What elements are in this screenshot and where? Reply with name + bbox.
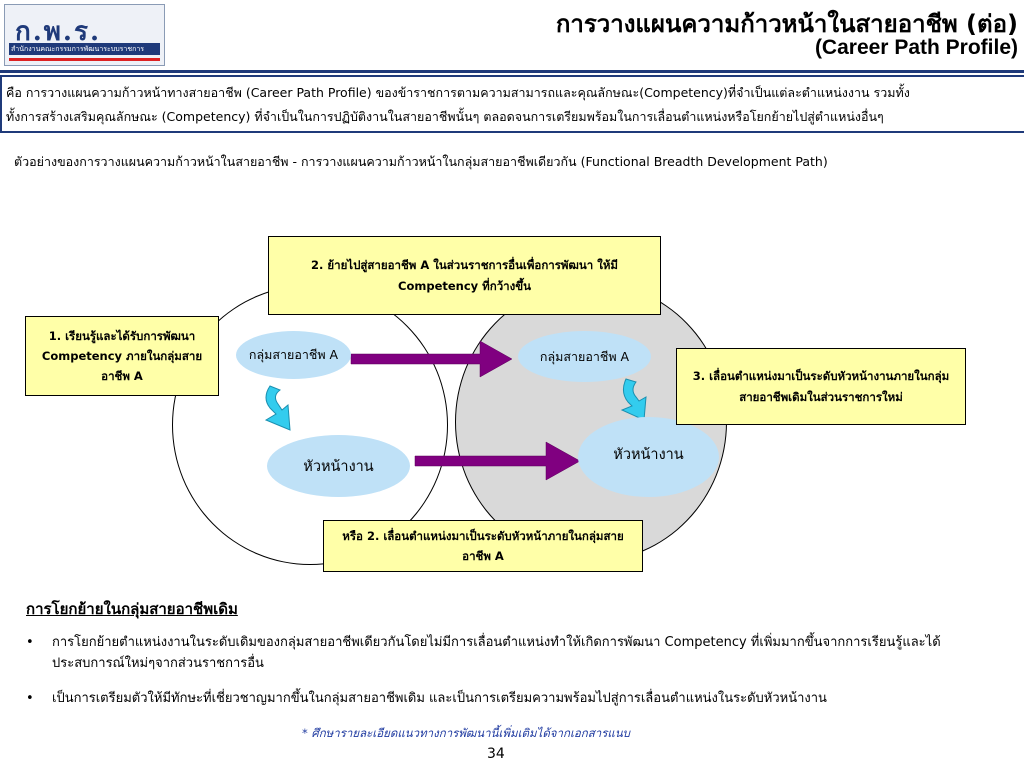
logo-text: ก.พ.ร.: [15, 17, 102, 47]
header-divider: [0, 70, 1024, 73]
oval-right-supervisor: หัวหน้างาน: [578, 417, 719, 497]
cyan-arrow-right: [620, 378, 647, 421]
definition-line-2: ทั้งการสร้างเสริมคุณลักษณะ (Competency) …: [6, 109, 884, 124]
section-title: การโยกย้ายในกลุ่มสายอาชีพเดิม: [26, 600, 238, 618]
bullet-text: เป็นการเตรียมตัวให้มีทักษะที่เชี่ยวชาญมา…: [52, 691, 827, 706]
logo-bar: [9, 43, 160, 55]
oval-left-supervisor: หัวหน้างาน: [267, 435, 410, 497]
slide-title: การวางแผนความก้าวหน้าในสายอาชีพ (ต่อ): [555, 10, 1018, 38]
logo-subtext: สำนักงานคณะกรรมการพัฒนาระบบราชการ: [11, 45, 145, 53]
example-caption: ตัวอย่างของการวางแผนความก้าวหน้าในสายอาช…: [14, 154, 828, 169]
step-box-right: 3. เลื่อนตำแหน่งมาเป็นระดับหัวหน้างานภาย…: [676, 348, 966, 425]
page-number: 34: [487, 746, 505, 762]
definition-box: คือ การวางแผนความก้าวหน้าทางสายอาชีพ (Ca…: [0, 75, 1024, 133]
step-box-bottom-text: หรือ 2. เลื่อนตำแหน่งมาเป็นระดับหัวหน้าภ…: [342, 528, 624, 563]
logo: ก.พ.ร. สำนักงานคณะกรรมการพัฒนาระบบราชการ: [4, 4, 165, 66]
step-box-left-text: 1. เรียนรู้และได้รับการพัฒนา Competency …: [41, 328, 203, 384]
purple-arrow-bottom: [414, 441, 581, 481]
bullet-dot: •: [26, 635, 34, 650]
oval-left-career-group-label: กลุ่มสายอาชีพ A: [248, 347, 339, 362]
bullet-dot: •: [26, 691, 34, 706]
step-box-top: 2. ย้ายไปสู่สายอาชีพ A ในส่วนราชการอื่นเ…: [268, 236, 661, 315]
logo-stripe: [9, 58, 160, 61]
step-box-top-text: 2. ย้ายไปสู่สายอาชีพ A ในส่วนราชการอื่นเ…: [311, 258, 618, 293]
oval-right-career-group: กลุ่มสายอาชีพ A: [518, 331, 651, 382]
step-box-left: 1. เรียนรู้และได้รับการพัฒนา Competency …: [25, 316, 219, 396]
step-box-right-text: 3. เลื่อนตำแหน่งมาเป็นระดับหัวหน้างานภาย…: [692, 369, 950, 404]
definition-line-1: คือ การวางแผนความก้าวหน้าทางสายอาชีพ (Ca…: [6, 85, 910, 100]
oval-left-supervisor-label: หัวหน้างาน: [303, 458, 374, 475]
slide-subtitle: (Career Path Profile): [814, 36, 1018, 59]
oval-left-career-group: กลุ่มสายอาชีพ A: [236, 331, 351, 379]
purple-arrow-top: [350, 340, 513, 378]
oval-right-career-group-label: กลุ่มสายอาชีพ A: [539, 348, 630, 364]
step-box-bottom: หรือ 2. เลื่อนตำแหน่งมาเป็นระดับหัวหน้าภ…: [323, 520, 643, 572]
footnote: * ศึกษารายละเอียดแนวทางการพัฒนานี้เพิ่มเ…: [302, 726, 630, 740]
cyan-arrow-left: [264, 385, 291, 431]
bullet-text: การโยกย้ายตำแหน่งงานในระดับเดิมของกลุ่มส…: [52, 635, 941, 671]
oval-right-supervisor-label: หัวหน้างาน: [613, 447, 684, 463]
